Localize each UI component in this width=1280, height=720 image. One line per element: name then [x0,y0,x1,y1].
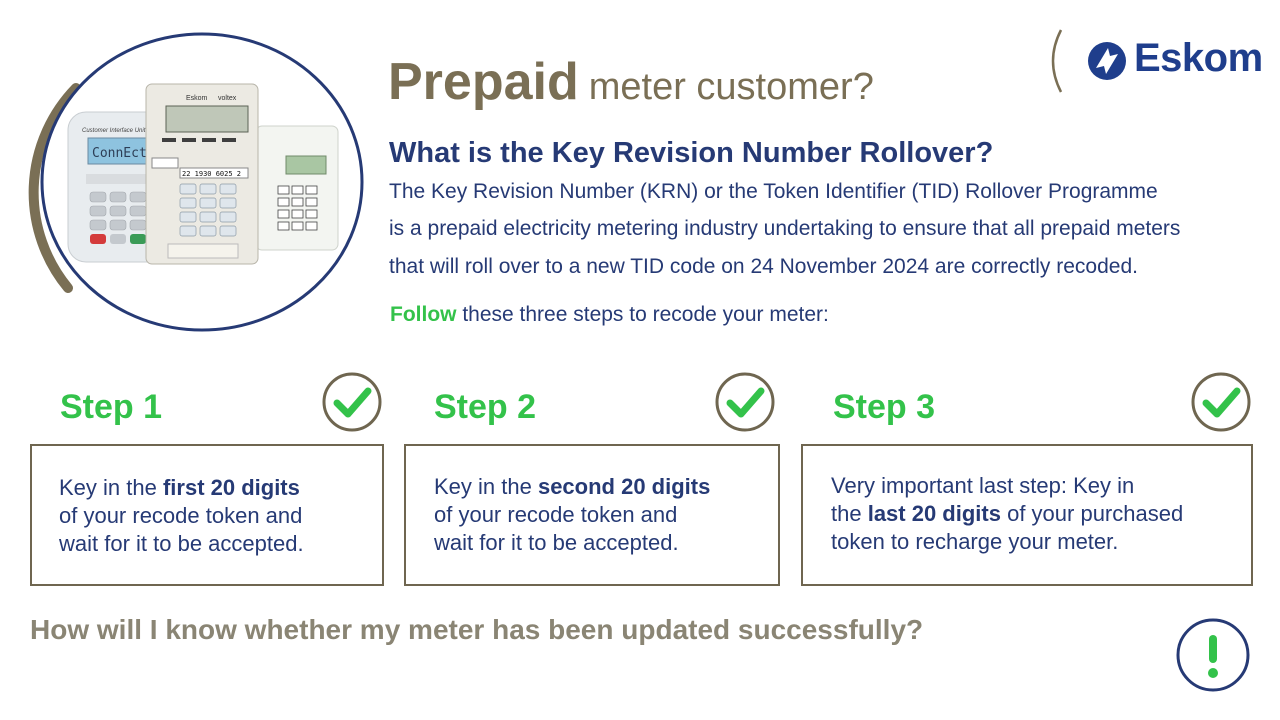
step-2-box [404,444,780,586]
logo-bracket [1051,29,1063,93]
prepaid-meters-image: ConnEct Customer Interface Unit Eskom vo… [28,32,364,332]
step-2-pre: Key in the [434,474,538,499]
step-2-title: Step 2 [434,388,537,426]
step-1-title: Step 1 [60,388,163,426]
step-3-box [801,444,1253,586]
step-1-line-2: of your recode token and [59,503,303,528]
check-circle-icon [322,372,382,432]
check-circle-icon [715,372,775,432]
paragraph-line-2: is a prepaid electricity metering indust… [389,217,1181,240]
follow-strong: Follow [390,303,457,326]
step-2-bold: second 20 digits [537,474,711,499]
left-meter-heading: Customer Interface Unit [82,128,146,134]
center-meter-brand2: voltex [218,95,237,102]
center-meter-number: 22 1930 6025 2 [182,170,241,178]
check-circle-icon [1191,372,1251,432]
eskom-logo-icon [1088,42,1126,80]
center-meter-brand: Eskom [186,95,208,102]
step-1-text: Key in the first 20 digits of your recod… [59,474,304,558]
step-3-title: Step 3 [833,388,936,426]
eskom-logo-text: Eskom [1134,36,1263,80]
follow-rest: these three steps to recode your meter: [456,303,829,326]
step-3-pre: the [831,501,868,526]
exclamation-circle-icon [1176,618,1250,692]
paragraph-line-1: The Key Revision Number (KRN) or the Tok… [389,180,1158,203]
section-heading: What is the Key Revision Number Rollover… [389,137,994,169]
left-meter-screen: ConnEct [92,146,147,161]
step-3-line-1: Very important last step: Key in [831,473,1135,498]
step-1-line-3: wait for it to be accepted. [59,531,304,556]
step-1-pre: Key in the [59,475,163,500]
step-1-bold: first 20 digits [162,475,300,500]
bottom-question: How will I know whether my meter has bee… [30,614,924,645]
step-3-bold: last 20 digits [867,501,1001,526]
paragraph-line-3: that will roll over to a new TID code on… [389,255,1138,278]
title-rest: meter customer? [588,66,874,108]
step-3-post: of your purchased [1000,501,1184,526]
follow-instruction: Follow these three steps to recode your … [390,303,829,327]
step-1-box [30,444,384,586]
step-2-line-3: wait for it to be accepted. [434,530,679,555]
title-strong: Prepaid [388,53,579,111]
step-2-text: Key in the second 20 digits of your reco… [434,473,710,557]
step-3-text: Very important last step: Key in the las… [831,472,1183,556]
step-3-line-3: token to recharge your meter. [831,529,1119,554]
step-2-line-2: of your recode token and [434,502,678,527]
